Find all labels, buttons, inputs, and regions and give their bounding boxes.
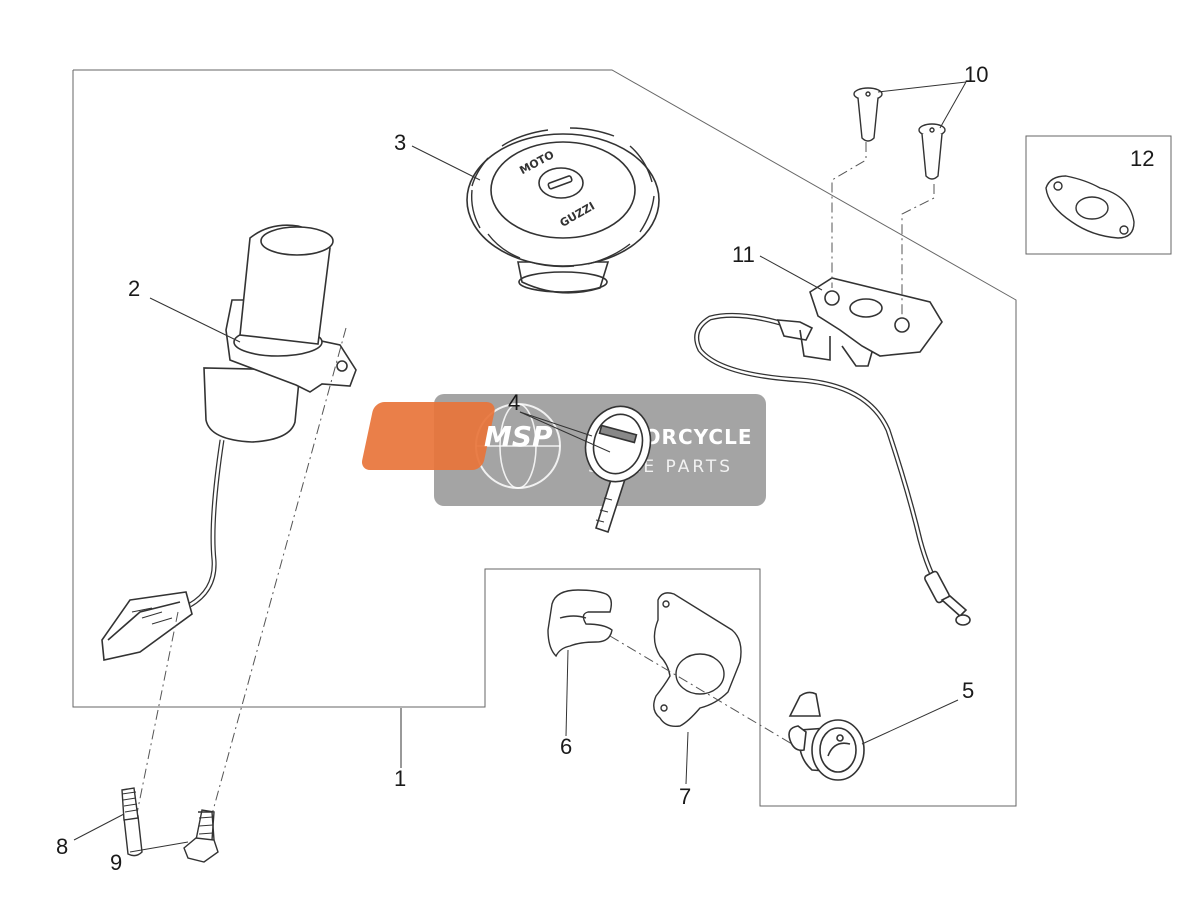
key-part bbox=[584, 405, 652, 534]
leader-5 bbox=[861, 699, 959, 745]
leader-6 bbox=[565, 649, 569, 737]
guide-line-8 bbox=[133, 611, 179, 829]
watermark-logo: MSP bbox=[484, 420, 553, 453]
fuel-cap-part bbox=[466, 127, 660, 294]
guide-line-10a bbox=[831, 142, 867, 288]
leader-2 bbox=[149, 297, 241, 343]
callout-12: 12 bbox=[1130, 146, 1154, 171]
bolt-part-9 bbox=[183, 809, 219, 863]
leader-3 bbox=[411, 145, 481, 181]
lock-subframe bbox=[485, 568, 761, 806]
screw-part-10a bbox=[853, 87, 883, 142]
leader-8 bbox=[73, 813, 125, 841]
bolt-part-8 bbox=[121, 787, 143, 857]
callout-3: 3 bbox=[394, 130, 406, 155]
leader-10b bbox=[939, 81, 967, 129]
callout-8: 8 bbox=[56, 834, 68, 859]
callout-6: 6 bbox=[560, 734, 572, 759]
guide-line-9 bbox=[205, 327, 347, 837]
leader-10a bbox=[877, 81, 967, 93]
leader-11 bbox=[759, 255, 823, 291]
lock-part bbox=[788, 691, 865, 781]
guide-line-10b bbox=[901, 184, 935, 316]
callout-10: 10 bbox=[964, 62, 988, 87]
leader-7 bbox=[685, 731, 689, 785]
tank-switch-part bbox=[694, 277, 971, 626]
callout-4: 4 bbox=[508, 390, 520, 415]
callout-9: 9 bbox=[110, 850, 122, 875]
callout-5: 5 bbox=[962, 678, 974, 703]
callout-7: 7 bbox=[679, 784, 691, 809]
leader-4b bbox=[519, 411, 611, 453]
bracket-part bbox=[653, 592, 742, 728]
leader-9 bbox=[129, 841, 189, 853]
gasket-frame bbox=[1025, 135, 1172, 255]
callout-11: 11 bbox=[732, 242, 755, 267]
callout-1: 1 bbox=[394, 766, 406, 791]
guide-line-lock bbox=[609, 635, 793, 745]
leader-4a bbox=[519, 411, 593, 437]
watermark: MSP MOTORCYCLE SPARE PARTS bbox=[362, 394, 766, 506]
ignition-switch-part bbox=[101, 224, 357, 661]
clip-part bbox=[547, 589, 613, 658]
gasket-part bbox=[1045, 175, 1135, 239]
callout-2: 2 bbox=[128, 276, 140, 301]
screw-part-10b bbox=[918, 123, 946, 180]
